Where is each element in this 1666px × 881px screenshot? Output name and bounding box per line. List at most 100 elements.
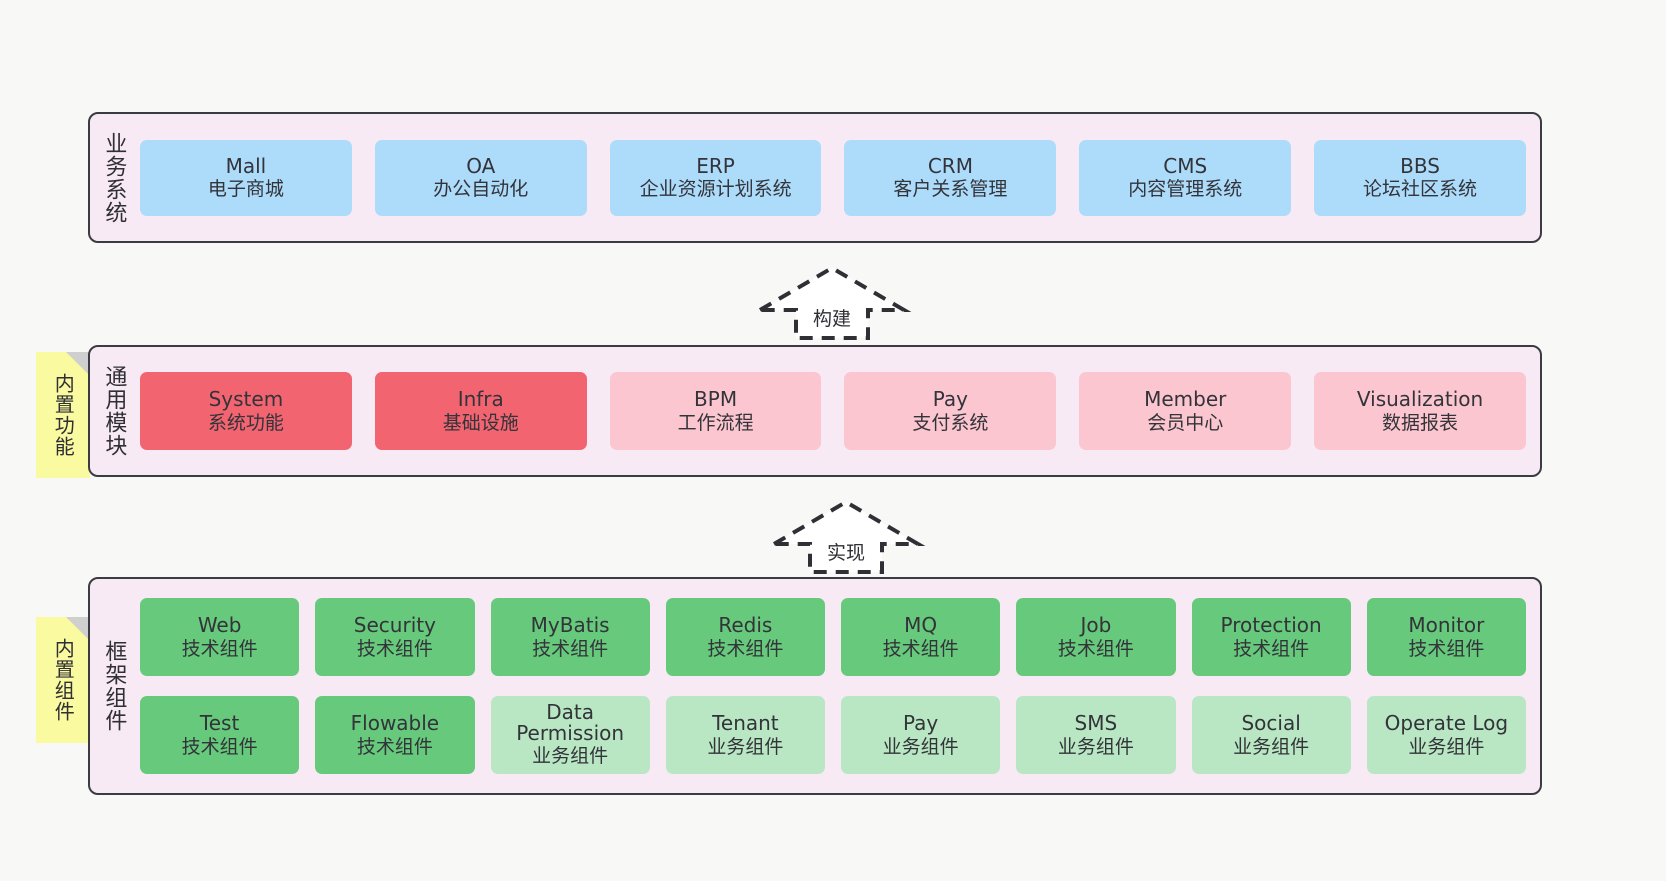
card-title: Test <box>199 711 240 736</box>
card-job[interactable]: Job 技术组件 <box>1016 598 1176 676</box>
card-cms[interactable]: CMS 内容管理系统 <box>1079 139 1292 216</box>
card-row: Mall 电子商城 OA 办公自动化 ERP 企业资源计划系统 CRM 客户关系… <box>140 139 1526 216</box>
card-social[interactable]: Social 业务组件 <box>1191 696 1351 774</box>
card-subtitle: 业务组件 <box>707 735 784 758</box>
note-label: 内置功能 <box>51 373 76 457</box>
connector-implement: 实现 <box>766 496 926 576</box>
layer-title-common-modules: 通用模块 <box>101 365 127 457</box>
card-member[interactable]: Member 会员中心 <box>1079 372 1292 450</box>
card-pay-business[interactable]: Pay 业务组件 <box>841 696 1001 774</box>
card-tenant[interactable]: Tenant 业务组件 <box>665 696 825 774</box>
card-title: Infra <box>457 387 504 412</box>
card-subtitle: 业务组件 <box>532 745 609 767</box>
card-subtitle: 数据报表 <box>1382 411 1459 434</box>
card-subtitle: 技术组件 <box>1408 637 1485 660</box>
card-title: Mall <box>225 153 267 178</box>
card-subtitle: 基础设施 <box>442 411 519 434</box>
layer-body-business-systems: Mall 电子商城 OA 办公自动化 ERP 企业资源计划系统 CRM 客户关系… <box>136 114 1540 241</box>
card-infra[interactable]: Infra 基础设施 <box>374 372 587 450</box>
card-title: Redis <box>718 613 773 638</box>
card-title: Pay <box>932 387 969 412</box>
card-oa[interactable]: OA 办公自动化 <box>374 139 587 216</box>
card-title: Monitor <box>1408 613 1485 638</box>
card-subtitle: 支付系统 <box>912 411 989 434</box>
card-monitor[interactable]: Monitor 技术组件 <box>1366 598 1526 676</box>
card-crm[interactable]: CRM 客户关系管理 <box>844 139 1057 216</box>
card-subtitle: 内容管理系统 <box>1128 178 1243 201</box>
card-data-permission[interactable]: Data Permission 业务组件 <box>490 696 650 774</box>
card-subtitle: 技术组件 <box>181 735 258 758</box>
layer-business-systems: 业务系统 Mall 电子商城 OA 办公自动化 ERP 企业资源计划系统 CRM… <box>88 112 1542 243</box>
layer-framework-components: 框架组件 Web 技术组件 Security 技术组件 MyBatis 技术组件… <box>88 577 1542 795</box>
card-subtitle: 技术组件 <box>181 637 258 660</box>
layer-body-common-modules: System 系统功能 Infra 基础设施 BPM 工作流程 Pay 支付系统… <box>136 347 1540 475</box>
card-visualization[interactable]: Visualization 数据报表 <box>1314 372 1526 450</box>
card-sms[interactable]: SMS 业务组件 <box>1016 696 1176 774</box>
card-subtitle: 技术组件 <box>356 735 433 758</box>
card-redis[interactable]: Redis 技术组件 <box>665 598 825 676</box>
card-subtitle: 技术组件 <box>532 637 609 660</box>
card-web[interactable]: Web 技术组件 <box>140 598 300 676</box>
card-subtitle: 工作流程 <box>677 411 754 434</box>
card-title: SMS <box>1074 711 1118 736</box>
card-title: Pay <box>902 711 939 736</box>
card-bbs[interactable]: BBS 论坛社区系统 <box>1314 139 1526 216</box>
card-title: CRM <box>927 153 973 178</box>
layer-common-modules: 通用模块 System 系统功能 Infra 基础设施 BPM 工作流程 Pay… <box>88 345 1542 477</box>
card-subtitle: 业务组件 <box>882 735 959 758</box>
card-title: CMS <box>1163 153 1208 178</box>
card-subtitle: 技术组件 <box>707 637 784 660</box>
connector-label-build: 构建 <box>812 308 851 330</box>
card-mall[interactable]: Mall 电子商城 <box>140 139 352 216</box>
layer-body-framework-components: Web 技术组件 Security 技术组件 MyBatis 技术组件 Redi… <box>136 579 1540 793</box>
card-title: Security <box>353 613 436 638</box>
card-erp[interactable]: ERP 企业资源计划系统 <box>609 139 822 216</box>
card-subtitle: 系统功能 <box>207 411 284 434</box>
card-subtitle: 业务组件 <box>1233 735 1310 758</box>
card-bpm[interactable]: BPM 工作流程 <box>609 372 822 450</box>
note-fold-corner-icon <box>66 617 90 641</box>
card-subtitle: 论坛社区系统 <box>1363 178 1478 201</box>
card-mq[interactable]: MQ 技术组件 <box>841 598 1001 676</box>
card-test[interactable]: Test 技术组件 <box>140 696 300 774</box>
card-subtitle: 电子商城 <box>207 178 284 201</box>
note-builtin-functions: 内置功能 <box>36 352 90 478</box>
connector-label-implement: 实现 <box>826 542 865 564</box>
card-title: Protection <box>1220 613 1322 638</box>
card-system[interactable]: System 系统功能 <box>140 372 352 450</box>
layer-title-framework-components: 框架组件 <box>101 640 127 732</box>
note-label: 内置组件 <box>51 638 76 722</box>
card-title: Member <box>1144 387 1227 412</box>
card-flowable[interactable]: Flowable 技术组件 <box>315 696 475 774</box>
note-builtin-components: 内置组件 <box>36 617 90 743</box>
card-title: Web <box>197 613 242 638</box>
card-title: Tenant <box>712 711 779 736</box>
card-subtitle: 客户关系管理 <box>893 178 1008 201</box>
card-protection[interactable]: Protection 技术组件 <box>1191 598 1351 676</box>
card-title: MyBatis <box>530 613 610 638</box>
card-subtitle: 业务组件 <box>1408 735 1485 758</box>
card-operate-log[interactable]: Operate Log 业务组件 <box>1366 696 1526 774</box>
card-row: System 系统功能 Infra 基础设施 BPM 工作流程 Pay 支付系统… <box>140 372 1526 450</box>
note-fold-corner-icon <box>66 352 90 376</box>
card-title: Visualization <box>1356 387 1484 412</box>
layer-title-business-systems: 业务系统 <box>101 131 127 224</box>
card-pay[interactable]: Pay 支付系统 <box>844 372 1057 450</box>
card-subtitle: 企业资源计划系统 <box>639 178 792 201</box>
card-mybatis[interactable]: MyBatis 技术组件 <box>490 598 650 676</box>
card-security[interactable]: Security 技术组件 <box>315 598 475 676</box>
card-row: Web 技术组件 Security 技术组件 MyBatis 技术组件 Redi… <box>140 598 1526 676</box>
card-title: BBS <box>1400 153 1440 178</box>
card-title: Data Permission <box>516 699 625 746</box>
card-subtitle: 技术组件 <box>1233 637 1310 660</box>
card-title: ERP <box>696 153 735 178</box>
card-title: System <box>208 387 284 412</box>
card-title: Operate Log <box>1384 711 1509 736</box>
card-title: Flowable <box>350 711 440 736</box>
card-subtitle: 办公自动化 <box>433 178 529 201</box>
card-subtitle: 会员中心 <box>1147 411 1224 434</box>
card-title: OA <box>466 153 496 178</box>
card-subtitle: 技术组件 <box>882 637 959 660</box>
implement-arrow-icon <box>766 499 926 574</box>
card-subtitle: 技术组件 <box>1057 637 1134 660</box>
